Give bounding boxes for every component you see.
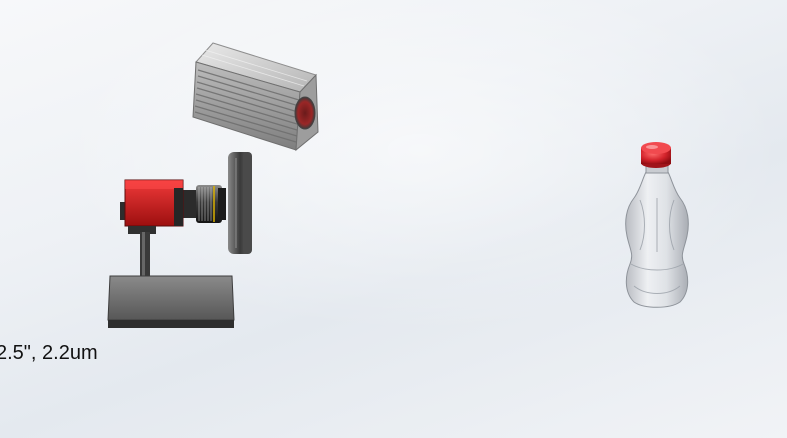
bottle-cap <box>641 142 671 168</box>
lens <box>181 185 226 223</box>
lamp-lens-icon <box>294 96 316 130</box>
bottle <box>625 142 689 308</box>
camera <box>120 179 184 227</box>
ring-light <box>228 152 252 254</box>
sensor-spec-text: 2.5", 2.2um <box>0 342 98 364</box>
light-housing <box>192 42 319 152</box>
camera-stand <box>107 226 235 328</box>
sensor-spec-label: 2.5", 2.2um <box>0 341 98 365</box>
